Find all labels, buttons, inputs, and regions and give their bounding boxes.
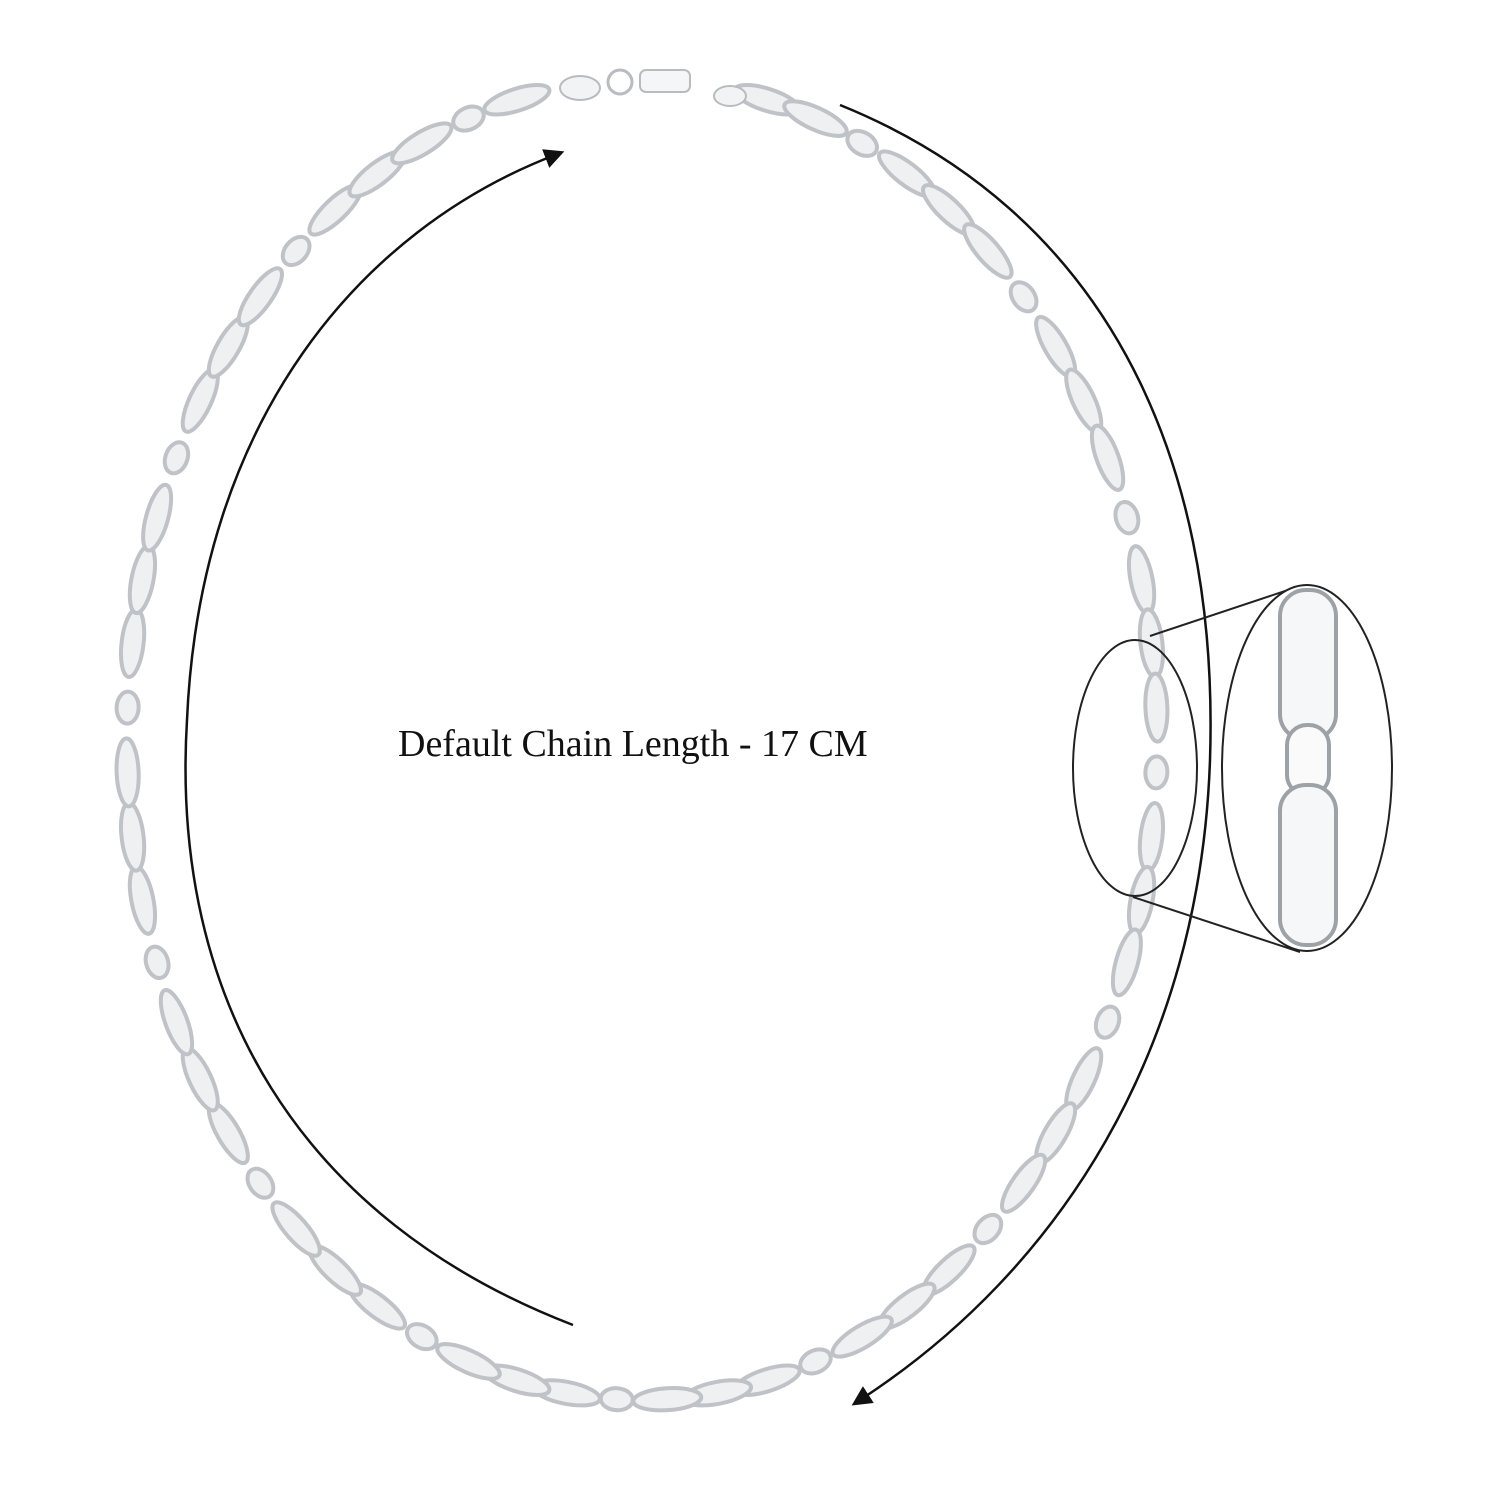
- chain-link: [114, 736, 141, 809]
- chain-link: [141, 482, 174, 553]
- chain-link: [631, 1386, 704, 1413]
- chain-link: [1126, 544, 1157, 616]
- chain-link: [782, 99, 849, 138]
- chain-link: [972, 1212, 1004, 1246]
- chain-link: [1137, 801, 1166, 873]
- length-arrow-right: [839, 103, 1212, 1406]
- detail-connector-bottom: [1132, 896, 1301, 953]
- chain-link: [1008, 280, 1039, 314]
- chain-link: [598, 1386, 635, 1413]
- chain-link: [1143, 754, 1170, 791]
- chain-link: [845, 128, 880, 158]
- chain-link: [143, 944, 171, 981]
- chain-link: [482, 83, 552, 117]
- chain-link: [1143, 671, 1170, 744]
- chain-link: [798, 1347, 833, 1376]
- length-arrow-left: [184, 149, 574, 1327]
- chain-link: [118, 607, 147, 679]
- chain-link: [118, 801, 147, 873]
- clasp: [559, 68, 747, 107]
- chain-length-caption: Default Chain Length - 17 CM: [398, 723, 868, 765]
- chain-link: [162, 440, 191, 476]
- chain-link: [830, 1314, 894, 1359]
- chain-link: [1110, 927, 1143, 998]
- detail-zoom-lens: [1221, 584, 1393, 952]
- chain-necklace: [114, 83, 1170, 1413]
- chain-link: [435, 1342, 502, 1381]
- chain-link: [1000, 1152, 1048, 1214]
- chain-link: [1113, 499, 1141, 536]
- detail-source-ellipse: [1072, 639, 1198, 897]
- chain-link: [236, 266, 284, 328]
- chain-link: [127, 864, 158, 936]
- chain-link: [451, 104, 486, 133]
- chain-link: [270, 1200, 322, 1258]
- chain-link: [127, 544, 158, 616]
- chain-link: [1137, 607, 1166, 679]
- chain-link: [1093, 1004, 1122, 1040]
- chain-link: [245, 1166, 276, 1200]
- chain-link: [280, 234, 312, 268]
- detail-connector-top: [1149, 585, 1301, 637]
- chain-link: [158, 988, 195, 1057]
- chain-link: [1089, 423, 1126, 492]
- chain-link: [404, 1322, 439, 1352]
- chain-link: [114, 689, 141, 726]
- chain-link: [962, 222, 1014, 280]
- chain-link: [390, 121, 454, 166]
